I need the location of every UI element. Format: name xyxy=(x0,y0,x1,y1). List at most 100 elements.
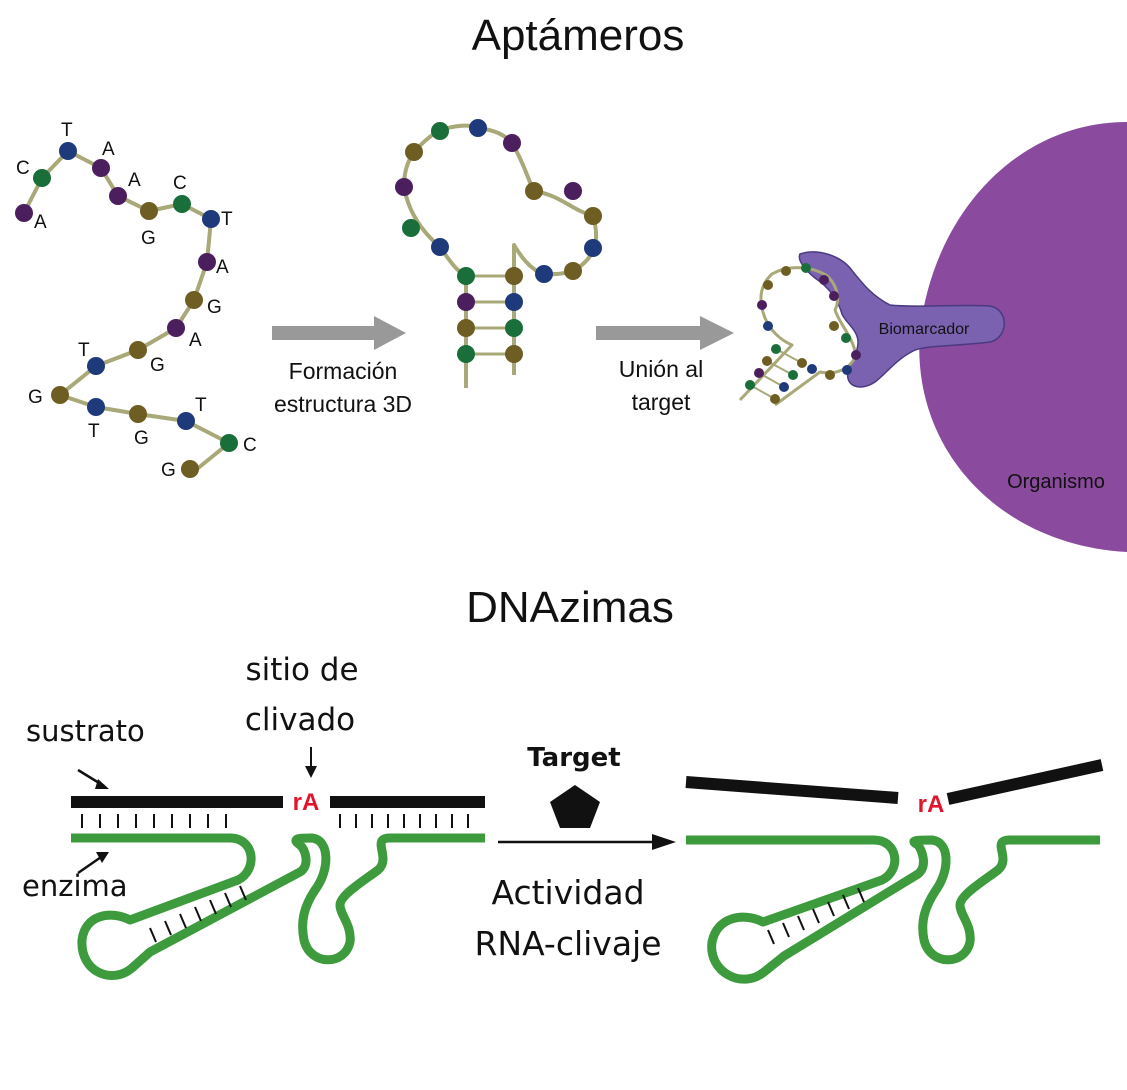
nucleotide xyxy=(505,345,523,363)
nucleotide xyxy=(395,178,413,196)
base-letter: T xyxy=(78,340,90,361)
nucleotide xyxy=(851,350,861,360)
nucleotide xyxy=(807,364,817,374)
nucleotide xyxy=(15,204,33,222)
reaction-arrow xyxy=(498,834,676,850)
cleavage-site-label-line1: sitio de xyxy=(245,652,358,688)
nucleotide xyxy=(763,321,773,331)
formation-label-line2: estructura 3D xyxy=(274,391,412,417)
nucleotide xyxy=(457,267,475,285)
nucleotide xyxy=(842,365,852,375)
nucleotide xyxy=(402,219,420,237)
nucleotide xyxy=(469,119,487,137)
nucleotide xyxy=(129,341,147,359)
base-letter: T xyxy=(221,209,233,230)
base-letter: G xyxy=(28,387,43,408)
nucleotide xyxy=(140,202,158,220)
dnazimas-title: DNAzimas xyxy=(466,583,674,632)
nucleotide xyxy=(564,262,582,280)
nucleotide xyxy=(431,122,449,140)
nucleotide xyxy=(431,238,449,256)
nucleotide xyxy=(220,434,238,452)
nucleotide xyxy=(505,267,523,285)
substrate-strand-left xyxy=(71,796,283,808)
nucleotide xyxy=(198,253,216,271)
enzyme-label: enzima xyxy=(22,869,128,903)
biomarker-label: Biomarcador xyxy=(879,321,970,338)
nucleotide xyxy=(202,210,220,228)
nucleotide xyxy=(584,207,602,225)
nucleotide xyxy=(754,368,764,378)
nucleotide xyxy=(457,293,475,311)
nucleotide xyxy=(825,370,835,380)
substrate-strand-right xyxy=(330,796,485,808)
base-letter: G xyxy=(150,355,165,376)
nucleotide xyxy=(129,405,147,423)
folded-aptamer xyxy=(395,119,602,388)
cleavage-site-label-line2: clivado xyxy=(245,702,355,738)
base-letter: C xyxy=(243,435,257,456)
nucleotide xyxy=(457,345,475,363)
target-label: Target xyxy=(527,743,620,773)
nucleotide xyxy=(779,382,789,392)
nucleotide xyxy=(87,357,105,375)
nucleotide xyxy=(503,134,521,152)
nucleotide xyxy=(505,319,523,337)
base-letter: G xyxy=(134,428,149,449)
base-letter: T xyxy=(88,421,100,442)
nucleotide xyxy=(109,187,127,205)
ribo-site-label-after: rA xyxy=(918,791,945,818)
cleaved-substrate xyxy=(685,759,1104,805)
base-letter: A xyxy=(128,170,141,191)
biomarker-shape xyxy=(798,251,1005,388)
base-letter: A xyxy=(189,330,202,351)
nucleotide xyxy=(797,358,807,368)
base-letter: G xyxy=(141,228,156,249)
nucleotide xyxy=(59,142,77,160)
arrow-formation xyxy=(272,316,406,350)
arrow-binding xyxy=(596,316,734,350)
base-letter: T xyxy=(61,120,73,141)
linear-aptamer: C T A A C T A A G G A G A T G T G T G C xyxy=(15,120,257,481)
nucleotide xyxy=(51,386,69,404)
nucleotide xyxy=(745,380,755,390)
nucleotide xyxy=(33,169,51,187)
base-pair-ticks-left xyxy=(81,814,227,828)
nucleotide xyxy=(770,394,780,404)
activity-label-line2: RNA-clivaje xyxy=(474,924,661,963)
nucleotide xyxy=(829,321,839,331)
binding-label-line1: Unión al xyxy=(619,356,703,382)
base-letter: A xyxy=(34,212,47,233)
aptameros-title: Aptámeros xyxy=(472,11,685,60)
nucleotide xyxy=(173,195,191,213)
nucleotide xyxy=(763,280,773,290)
substrate-pointer xyxy=(77,768,109,789)
enzyme-strand-after xyxy=(686,835,1100,984)
binding-label-line2: target xyxy=(632,389,691,415)
nucleotide xyxy=(167,319,185,337)
nucleotide xyxy=(584,239,602,257)
nucleotide xyxy=(87,398,105,416)
folded-backbone xyxy=(402,123,599,388)
nucleotide xyxy=(829,291,839,301)
ribo-site-label: rA xyxy=(293,789,320,816)
enzyme-strand xyxy=(71,833,485,980)
nucleotide xyxy=(457,319,475,337)
base-pair-ticks-right xyxy=(339,814,469,828)
nucleotide xyxy=(757,300,767,310)
nucleotide xyxy=(819,275,829,285)
enzyme-internal-ticks-after xyxy=(767,887,865,945)
nucleotide xyxy=(185,291,203,309)
base-letter: C xyxy=(16,158,30,179)
base-letter: C xyxy=(173,173,187,194)
nucleotide xyxy=(564,182,582,200)
nucleotide xyxy=(762,356,772,366)
organism-label: Organismo xyxy=(1007,471,1105,493)
base-letter: G xyxy=(161,460,176,481)
nucleotide xyxy=(181,460,199,478)
base-letter: A xyxy=(216,257,229,278)
substrate-label: sustrato xyxy=(26,714,145,748)
nucleotide xyxy=(781,266,791,276)
nucleotide xyxy=(535,265,553,283)
nucleotide xyxy=(801,263,811,273)
